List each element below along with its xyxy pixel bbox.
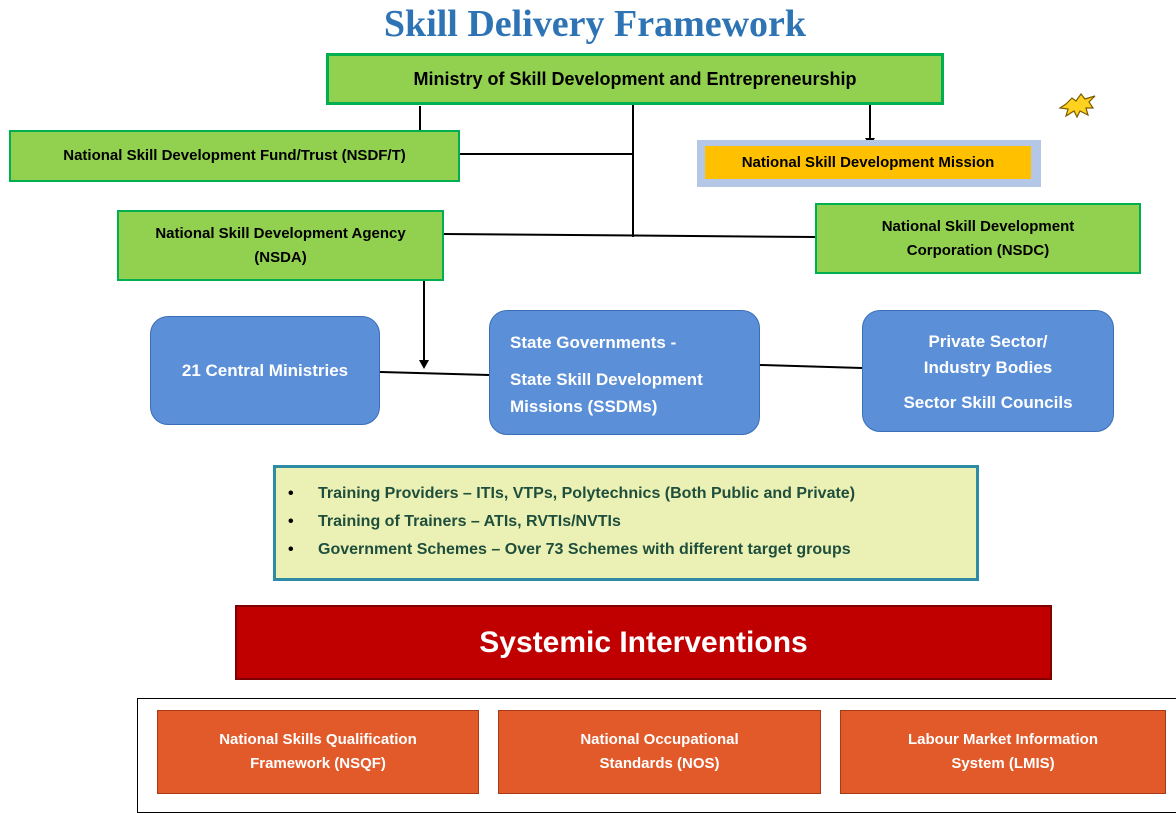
private-sector-box: Private Sector/ Industry Bodies Sector S… (862, 310, 1114, 432)
training-box: •Training Providers – ITIs, VTPs, Polyte… (273, 465, 979, 581)
nsdc-line1: National Skill Development (881, 217, 1075, 235)
nsdc-box: National Skill Development Corporation (… (815, 203, 1141, 274)
nsda-line2: (NSDA) (254, 248, 307, 266)
page-title: Skill Delivery Framework (383, 3, 807, 45)
lmis-line2: System (LMIS) (951, 755, 1055, 772)
nsqf-line1: National Skills Qualification (219, 731, 417, 748)
nsdf-box: National Skill Development Fund/Trust (N… (9, 130, 460, 182)
mission-box: National Skill Development Mission (705, 146, 1031, 179)
nos-line2: Standards (NOS) (599, 755, 720, 772)
bullet-item: •Government Schemes – Over 73 Schemes wi… (288, 541, 851, 558)
bullet-item: •Training Providers – ITIs, VTPs, Polyte… (288, 485, 856, 502)
ministry-box: Ministry of Skill Development and Entrep… (326, 53, 944, 105)
state-governments-box: State Governments - State Skill Developm… (489, 310, 760, 435)
central-ministries-box: 21 Central Ministries (150, 316, 380, 425)
state-line2: State Skill Development (510, 370, 703, 390)
lmis-line1: Labour Market Information (907, 731, 1098, 748)
burst-icon (1058, 93, 1096, 119)
lmis-box: Labour Market Information System (LMIS) (840, 710, 1166, 794)
nsqf-line2: Framework (NSQF) (250, 755, 386, 772)
nsda-box: National Skill Development Agency (NSDA) (117, 210, 444, 281)
nsdc-line2: Corporation (NSDC) (906, 241, 1050, 259)
nsda-line1: National Skill Development Agency (155, 224, 406, 242)
nos-box: National Occupational Standards (NOS) (498, 710, 821, 794)
nsqf-box: National Skills Qualification Framework … (157, 710, 479, 794)
private-line3: Sector Skill Councils (903, 392, 1073, 412)
private-line2: Industry Bodies (923, 358, 1053, 378)
systemic-interventions-banner: Systemic Interventions (235, 605, 1052, 680)
bullet-item: •Training of Trainers – ATIs, RVTIs/NVTI… (288, 513, 621, 530)
private-line1: Private Sector/ (928, 332, 1048, 351)
state-line1: State Governments - (510, 333, 677, 352)
state-line3: Missions (SSDMs) (510, 397, 658, 417)
nos-line1: National Occupational (580, 731, 739, 748)
